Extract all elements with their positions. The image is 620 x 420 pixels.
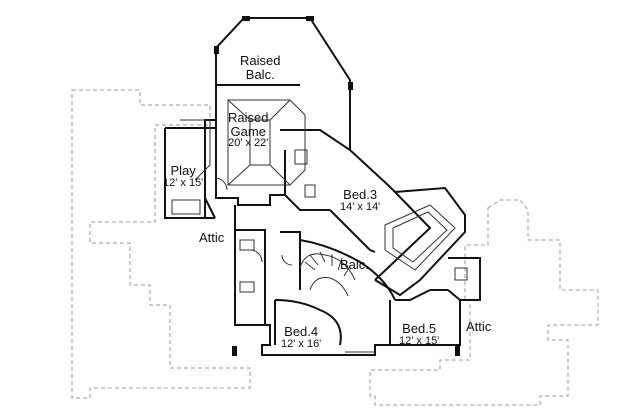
area-label-attic-east: Attic	[466, 320, 491, 334]
room-name: Bed.4	[284, 324, 319, 339]
attic-outline-right	[369, 199, 599, 406]
room-name: Bed.5	[402, 321, 437, 336]
room-label-raised-balcony: Raised Balc.	[240, 54, 280, 81]
room-dimensions: 20' x 22'	[228, 137, 269, 150]
wall-accents	[214, 16, 460, 356]
room-dimensions: 12' x 15'	[399, 334, 440, 347]
area-name: Attic	[199, 230, 225, 245]
room-label-balcony: Balc.	[340, 258, 369, 272]
room-label-bed-4: Bed.4 12' x 16'	[281, 325, 321, 350]
room-dimensions: 12' x 15'	[163, 176, 204, 189]
room-label-raised-game: Raised Game 20' x 22'	[228, 111, 268, 150]
interior-details	[171, 99, 468, 353]
exterior-walls	[164, 17, 481, 356]
room-dimensions: 14' x 14'	[340, 200, 381, 213]
room-label-bed-3: Bed.3 14' x 14'	[340, 188, 380, 213]
room-name: Raised Game	[228, 110, 269, 139]
room-name: Bed.3	[343, 187, 378, 202]
area-label-attic-west: Attic	[199, 231, 224, 245]
room-label-bed-5: Bed.5 12' x 15'	[399, 322, 439, 347]
room-name: Play	[170, 163, 196, 178]
attic-outline-left	[71, 89, 251, 399]
room-dimensions: 12' x 16'	[281, 337, 322, 350]
room-name: Balc.	[340, 257, 369, 272]
room-label-play: Play 12' x 15'	[163, 164, 203, 189]
room-name: Raised Balc.	[240, 53, 281, 82]
area-name: Attic	[466, 319, 492, 334]
